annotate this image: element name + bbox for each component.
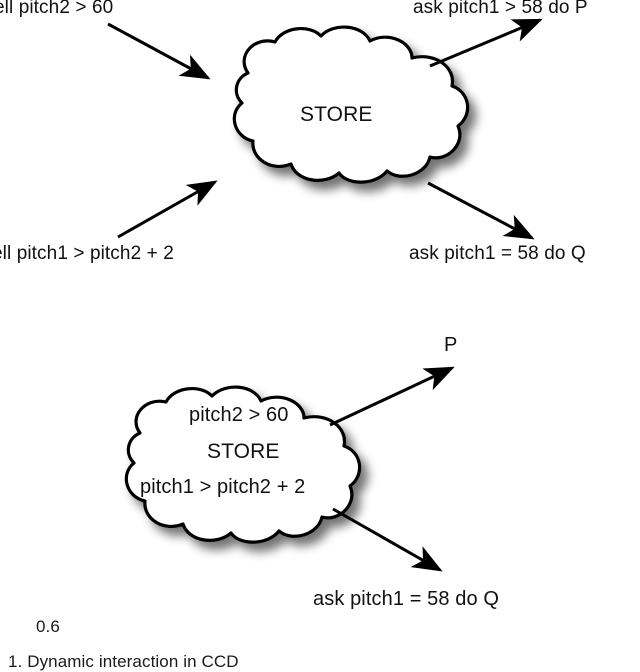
label-store-bottom: STORE xyxy=(207,440,280,463)
arrow-tell-pitch2-in xyxy=(107,22,211,80)
label-tell-pitch1: ell pitch1 > pitch2 + 2 xyxy=(0,243,174,264)
arrow-ask-q-out xyxy=(427,181,535,240)
label-tell-pitch2: ell pitch2 > 60 xyxy=(0,0,114,18)
store-cloud-top xyxy=(232,25,470,184)
label-ask-pitch1-gt-58-do-p: ask pitch1 > 58 do P xyxy=(413,0,588,18)
label-cloud2-pitch1-gt-pitch2-plus-2: pitch1 > pitch2 + 2 xyxy=(140,476,306,498)
store-cloud-bottom xyxy=(124,385,362,544)
label-ask-pitch1-eq-58-do-q: ask pitch1 = 58 do Q xyxy=(409,243,586,264)
arrow-tell-pitch1-in xyxy=(117,180,218,239)
arrow-ask-q2-out xyxy=(332,507,443,572)
figure-number: 0.6 xyxy=(36,617,60,636)
figure-caption: 1. Dynamic interaction in CCD xyxy=(8,652,239,671)
arrow-ask-p-out xyxy=(429,18,543,68)
label-store-top: STORE xyxy=(300,103,373,126)
label-p: P xyxy=(444,334,458,356)
label-cloud2-pitch2-gt-60: pitch2 > 60 xyxy=(189,404,289,426)
label-ask-pitch1-eq-58-do-q-bottom: ask pitch1 = 58 do Q xyxy=(313,588,500,610)
arrow-p-out xyxy=(329,366,455,427)
